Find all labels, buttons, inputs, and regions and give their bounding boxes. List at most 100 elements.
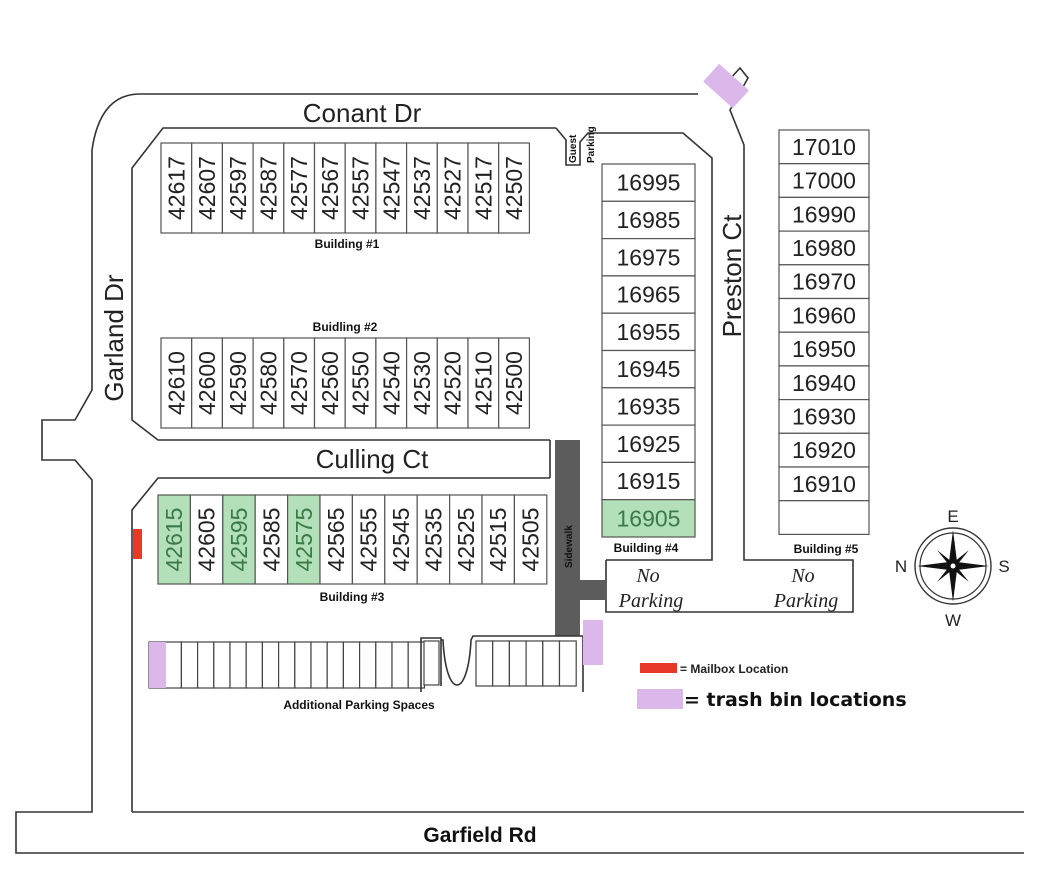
unit-42530[interactable]: 42530 <box>406 337 438 429</box>
unit-42555[interactable]: 42555 <box>351 494 386 585</box>
parking-stall <box>326 641 345 689</box>
unit-42547[interactable]: 42547 <box>375 142 408 234</box>
unit-42595[interactable]: 42595 <box>222 494 256 585</box>
unit-number: 16980 <box>792 235 856 261</box>
unit-42525[interactable]: 42525 <box>449 494 483 585</box>
unit-42587[interactable]: 42587 <box>252 142 285 234</box>
unit-42520[interactable]: 42520 <box>436 337 469 429</box>
unit-number: 42567 <box>317 156 343 220</box>
unit-42590[interactable]: 42590 <box>221 337 254 429</box>
unit-42510[interactable]: 42510 <box>467 337 500 429</box>
unit-empty[interactable] <box>778 500 870 536</box>
unit-16910[interactable]: 16910 <box>778 466 870 502</box>
unit-box <box>778 331 870 367</box>
unit-box <box>449 494 483 585</box>
unit-16975[interactable]: 16975 <box>601 238 696 277</box>
unit-16935[interactable]: 16935 <box>601 387 696 426</box>
unit-42505[interactable]: 42505 <box>513 494 548 585</box>
unit-box <box>287 494 321 585</box>
unit-16945[interactable]: 16945 <box>601 349 696 389</box>
unit-42500[interactable]: 42500 <box>498 337 531 429</box>
unit-42585[interactable]: 42585 <box>254 494 289 585</box>
unit-42565[interactable]: 42565 <box>319 494 354 585</box>
unit-42610[interactable]: 42610 <box>160 337 193 429</box>
unit-42617[interactable]: 42617 <box>160 142 193 234</box>
parking-stall <box>375 641 393 689</box>
unit-42517[interactable]: 42517 <box>467 142 500 234</box>
unit-42567[interactable]: 42567 <box>313 142 346 234</box>
unit-box <box>467 337 500 429</box>
unit-16960[interactable]: 16960 <box>778 297 870 333</box>
unit-16990[interactable]: 16990 <box>778 196 870 232</box>
unit-17010[interactable]: 17010 <box>778 129 870 165</box>
unit-box <box>319 494 354 585</box>
unit-16930[interactable]: 16930 <box>778 399 870 434</box>
sidewalk: Sidewalk <box>555 440 606 636</box>
unit-16980[interactable]: 16980 <box>778 230 870 266</box>
unit-16905[interactable]: 16905 <box>601 499 696 538</box>
unit-42615[interactable]: 42615 <box>157 494 192 585</box>
unit-17000[interactable]: 17000 <box>778 163 870 198</box>
building-2-label: Buidling #2 <box>313 320 378 334</box>
unit-box <box>778 163 870 198</box>
unit-42507[interactable]: 42507 <box>498 142 531 234</box>
unit-16915[interactable]: 16915 <box>601 461 696 501</box>
unit-16985[interactable]: 16985 <box>601 200 696 240</box>
unit-42605[interactable]: 42605 <box>189 494 224 585</box>
street-garland-dr: Garland Dr <box>99 274 129 401</box>
sidewalk-horizontal <box>580 580 606 600</box>
unit-16950[interactable]: 16950 <box>778 331 870 367</box>
unit-box <box>601 349 696 389</box>
unit-16965[interactable]: 16965 <box>601 275 696 314</box>
unit-42535[interactable]: 42535 <box>416 494 451 585</box>
unit-number: 42570 <box>286 351 312 415</box>
unit-42557[interactable]: 42557 <box>344 142 377 234</box>
unit-42597[interactable]: 42597 <box>221 142 254 234</box>
unit-42560[interactable]: 42560 <box>313 337 346 429</box>
unit-number: 16925 <box>617 431 681 457</box>
unit-number: 42525 <box>453 508 479 572</box>
unit-16955[interactable]: 16955 <box>601 312 696 352</box>
unit-42577[interactable]: 42577 <box>283 142 316 234</box>
unit-box <box>160 337 193 429</box>
parking-stall <box>164 641 182 689</box>
unit-42575[interactable]: 42575 <box>287 494 321 585</box>
unit-42515[interactable]: 42515 <box>481 494 516 585</box>
unit-box <box>498 337 531 429</box>
unit-42545[interactable]: 42545 <box>384 494 418 585</box>
unit-42600[interactable]: 42600 <box>191 337 223 429</box>
inner-block-1-2 <box>131 127 556 441</box>
street-preston-ct: Preston Ct <box>717 214 747 338</box>
parking-stall <box>508 640 527 687</box>
unit-number: 16975 <box>617 244 681 270</box>
unit-42527[interactable]: 42527 <box>436 142 469 234</box>
unit-42537[interactable]: 42537 <box>406 142 438 234</box>
unit-number: 16920 <box>792 437 856 463</box>
parking-stall <box>359 641 377 689</box>
unit-42540[interactable]: 42540 <box>375 337 408 429</box>
unit-16970[interactable]: 16970 <box>778 264 870 300</box>
unit-number: 16940 <box>792 370 856 396</box>
unit-box <box>344 337 377 429</box>
outer-road-edge <box>15 93 1024 854</box>
unit-42570[interactable]: 42570 <box>283 337 316 429</box>
unit-42550[interactable]: 42550 <box>344 337 377 429</box>
unit-box <box>344 142 377 234</box>
unit-16940[interactable]: 16940 <box>778 365 870 401</box>
unit-number: 16960 <box>792 302 856 328</box>
unit-box <box>778 466 870 502</box>
unit-16920[interactable]: 16920 <box>778 432 870 468</box>
unit-box <box>283 337 316 429</box>
unit-number: 42535 <box>420 508 446 572</box>
parking-stalls-left <box>148 641 426 689</box>
unit-42607[interactable]: 42607 <box>191 142 223 234</box>
unit-16995[interactable]: 16995 <box>601 163 696 202</box>
compass-rose: E W N S <box>895 507 1010 630</box>
no-parking-1-line1: No <box>635 565 659 587</box>
unit-16925[interactable]: 16925 <box>601 424 696 464</box>
inner-block-3 <box>131 477 550 812</box>
unit-number: 42577 <box>286 156 312 220</box>
unit-box <box>778 129 870 165</box>
unit-42580[interactable]: 42580 <box>252 337 285 429</box>
